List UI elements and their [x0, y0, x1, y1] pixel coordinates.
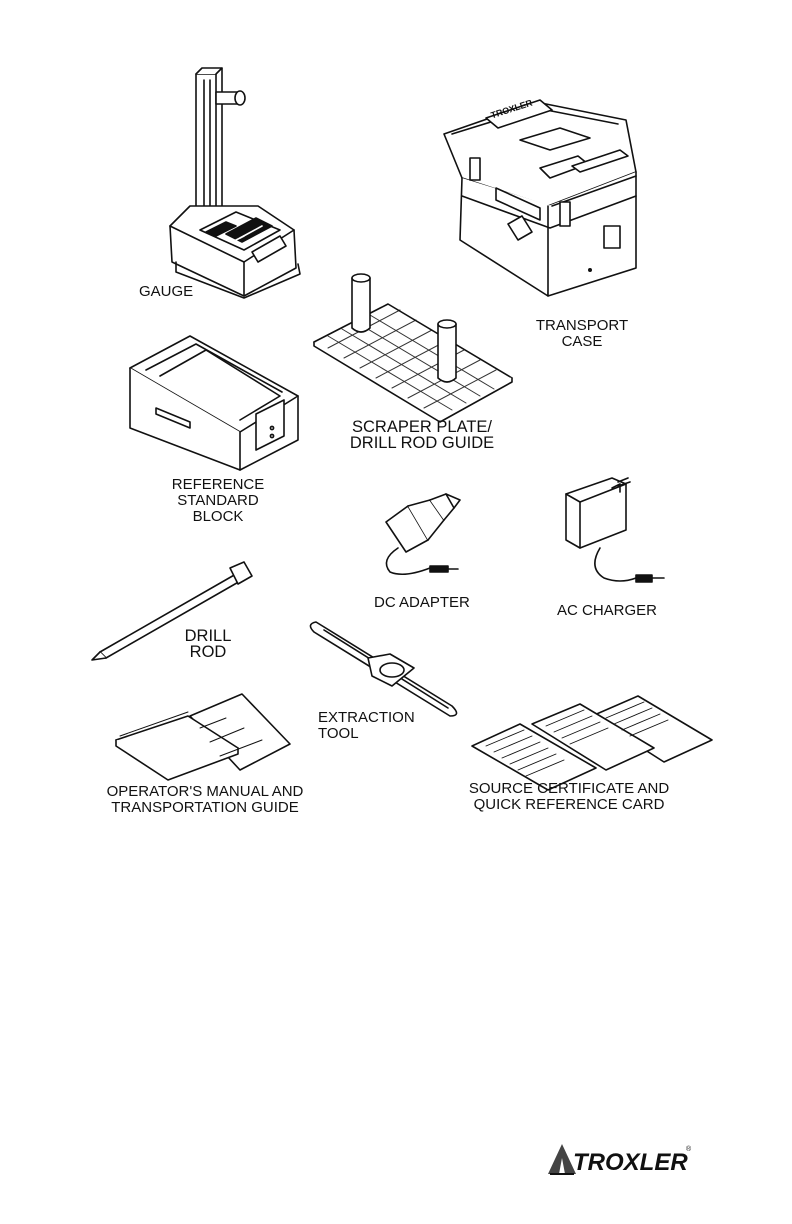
label-line: STANDARD — [160, 493, 276, 509]
label-line: QUICK REFERENCE CARD — [444, 797, 694, 813]
registered-mark: ® — [686, 1146, 691, 1153]
label-scraper-plate: SCRAPER PLATE/ DRILL ROD GUIDE — [336, 419, 508, 451]
reference-block-illustration — [130, 336, 298, 470]
ac-charger-illustration — [566, 478, 664, 582]
label-manuals: OPERATOR'S MANUAL AND TRANSPORTATION GUI… — [88, 784, 322, 816]
label-line: BLOCK — [160, 509, 276, 525]
label-line: TOOL — [318, 726, 415, 742]
transport-case-illustration — [444, 100, 636, 296]
label-line: REFERENCE — [160, 477, 276, 493]
gauge-illustration — [170, 68, 300, 298]
label-line: ROD — [176, 644, 240, 660]
label-dc-adapter: DC ADAPTER — [374, 595, 470, 611]
manuals-illustration — [116, 694, 290, 780]
label-transport-case: TRANSPORT CASE — [526, 318, 638, 350]
label-line: TRANSPORTATION GUIDE — [88, 800, 322, 816]
label-line: DRILL ROD GUIDE — [336, 435, 508, 451]
label-line: SCRAPER PLATE/ — [336, 419, 508, 435]
label-drill-rod: DRILL ROD — [176, 628, 240, 660]
label-line: CASE — [526, 334, 638, 350]
label-line: EXTRACTION — [318, 710, 415, 726]
label-certificate: SOURCE CERTIFICATE AND QUICK REFERENCE C… — [444, 781, 694, 813]
troxler-logo-text: TROXLER — [573, 1149, 688, 1177]
label-line: TRANSPORT — [526, 318, 638, 334]
label-reference-block: REFERENCE STANDARD BLOCK — [160, 477, 276, 525]
certificate-illustration — [472, 696, 712, 790]
label-line: OPERATOR'S MANUAL AND — [88, 784, 322, 800]
label-line: SOURCE CERTIFICATE AND — [444, 781, 694, 797]
extraction-tool-illustration — [310, 622, 456, 716]
label-extraction-tool: EXTRACTION TOOL — [318, 710, 415, 742]
label-line: DRILL — [176, 628, 240, 644]
dc-adapter-illustration — [386, 494, 460, 574]
label-ac-charger: AC CHARGER — [557, 603, 657, 619]
label-gauge: GAUGE — [139, 284, 193, 300]
scraper-plate-illustration — [314, 274, 512, 422]
